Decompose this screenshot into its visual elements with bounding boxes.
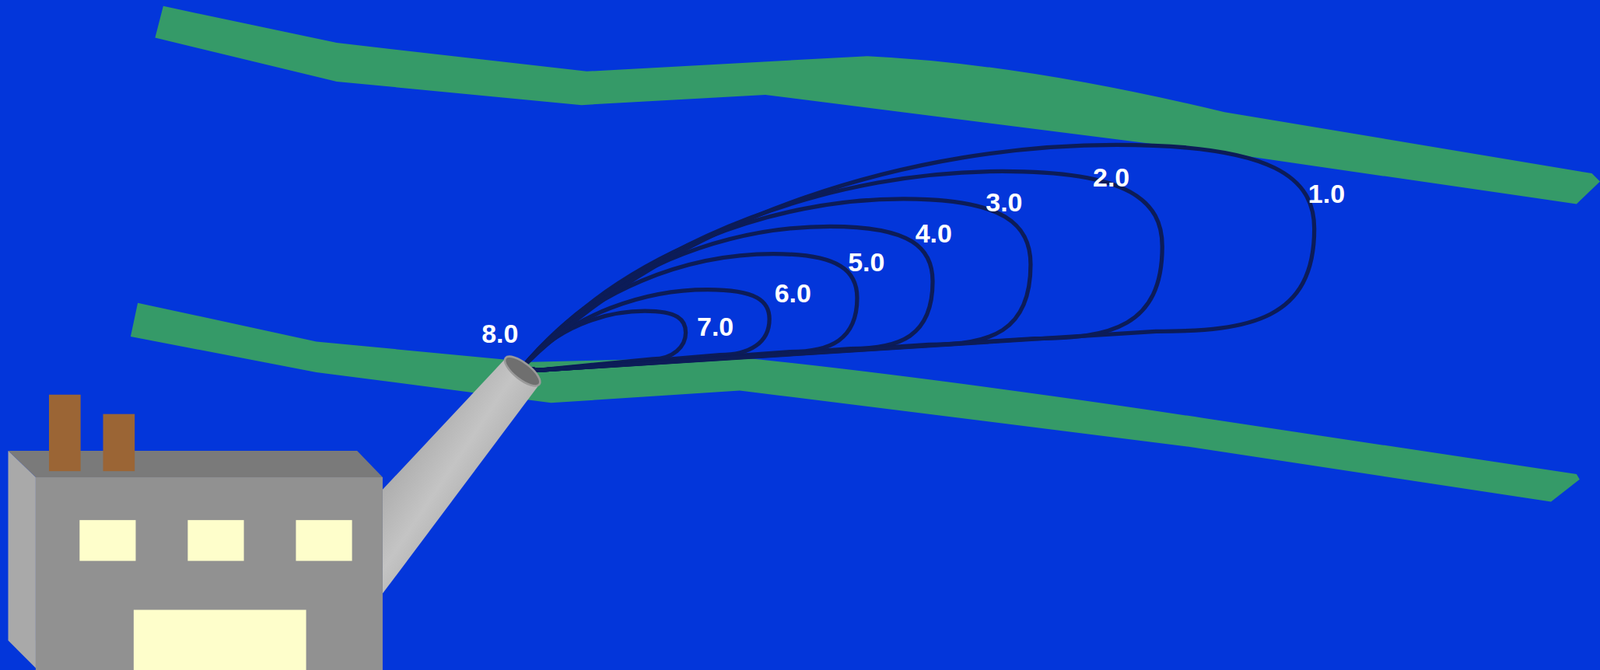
concentration-label: 6.0 [774, 280, 812, 307]
outfall-pipe [382, 359, 541, 595]
concentration-label: 3.0 [985, 189, 1023, 216]
concentration-label: 4.0 [915, 220, 953, 247]
concentration-label: 7.0 [696, 313, 734, 340]
door [133, 610, 307, 670]
window [79, 520, 136, 561]
factory [7, 395, 382, 670]
factory-front [35, 477, 383, 670]
pipe-mouth [500, 351, 545, 391]
chimney [49, 395, 81, 472]
contour-line [522, 144, 1315, 371]
window [187, 520, 244, 561]
concentration-label: 1.0 [1308, 180, 1345, 207]
concentration-label: 2.0 [1092, 164, 1130, 191]
concentration-label: 8.0 [481, 320, 519, 347]
factory-side [7, 451, 36, 669]
contour-line [522, 171, 1163, 371]
concentration-contours [522, 144, 1315, 371]
window [295, 520, 352, 561]
chimney [102, 414, 135, 472]
concentration-label: 5.0 [847, 248, 885, 276]
